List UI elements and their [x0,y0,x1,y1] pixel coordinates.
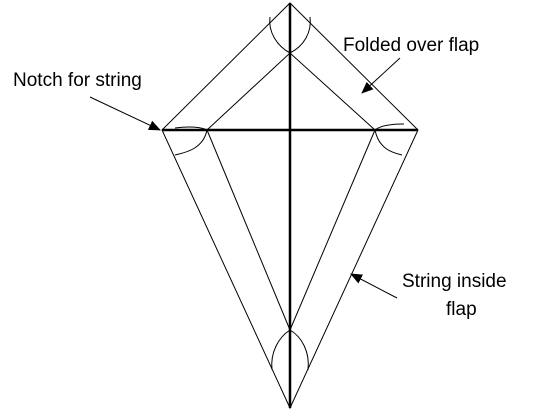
string-inside-label-line2: flap [446,299,477,320]
inner-fold-left [206,129,291,331]
string-arrow [350,273,398,299]
string-inside-label-line1: String inside [402,271,507,292]
notch-arrow [89,96,161,131]
folded-flap-label: Folded over flap [343,35,479,56]
inner-fold-right [289,129,376,331]
flap-arrow [361,57,401,94]
notch-label: Notch for string [13,70,142,91]
right-corner-arc [374,123,405,156]
